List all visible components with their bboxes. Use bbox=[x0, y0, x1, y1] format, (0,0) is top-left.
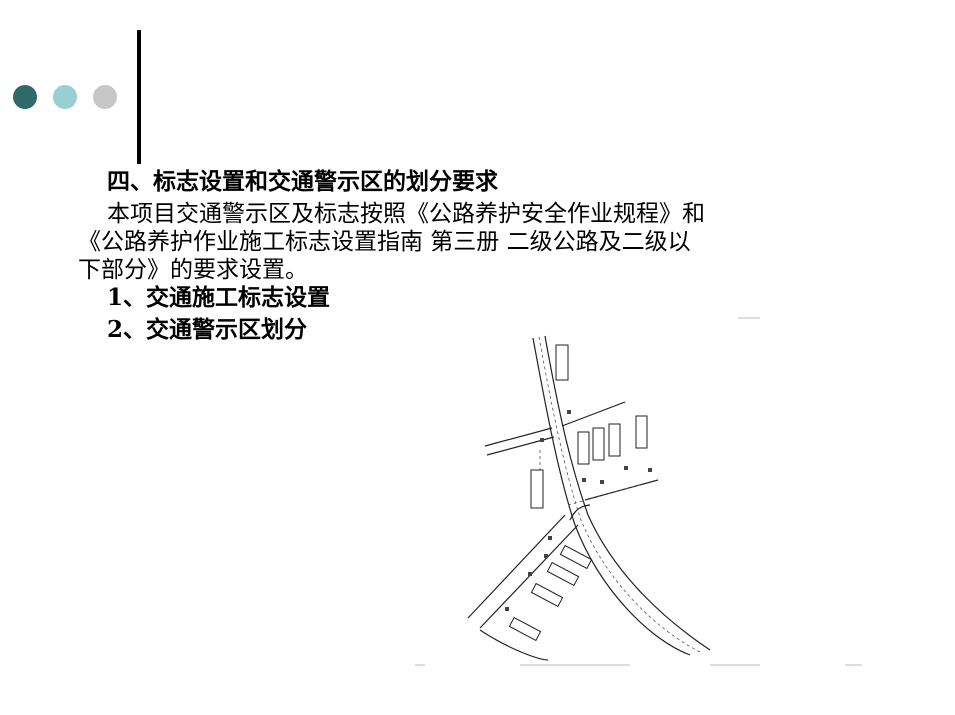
section-heading: 四、标志设置和交通警示区的划分要求 bbox=[107, 168, 498, 195]
traffic-warning-zone-diagram bbox=[415, 317, 862, 666]
title-vertical-rule bbox=[137, 30, 141, 164]
paragraph-line-3: 下部分》的要求设置。 bbox=[78, 257, 308, 283]
paragraph-line-2: 《公路养护作业施工标志设置指南 第三册 二级公路及二级以 bbox=[78, 229, 691, 255]
paragraph-line-1: 本项目交通警示区及标志按照《公路养护安全作业规程》和 bbox=[107, 201, 705, 227]
list-item-1: 1、交通施工标志设置 bbox=[107, 284, 331, 311]
decor-dot-light-teal bbox=[53, 85, 77, 109]
list-item-2: 2、交通警示区划分 bbox=[107, 316, 308, 343]
decor-dot-dark bbox=[13, 85, 37, 109]
decor-dot-gray bbox=[93, 85, 117, 109]
